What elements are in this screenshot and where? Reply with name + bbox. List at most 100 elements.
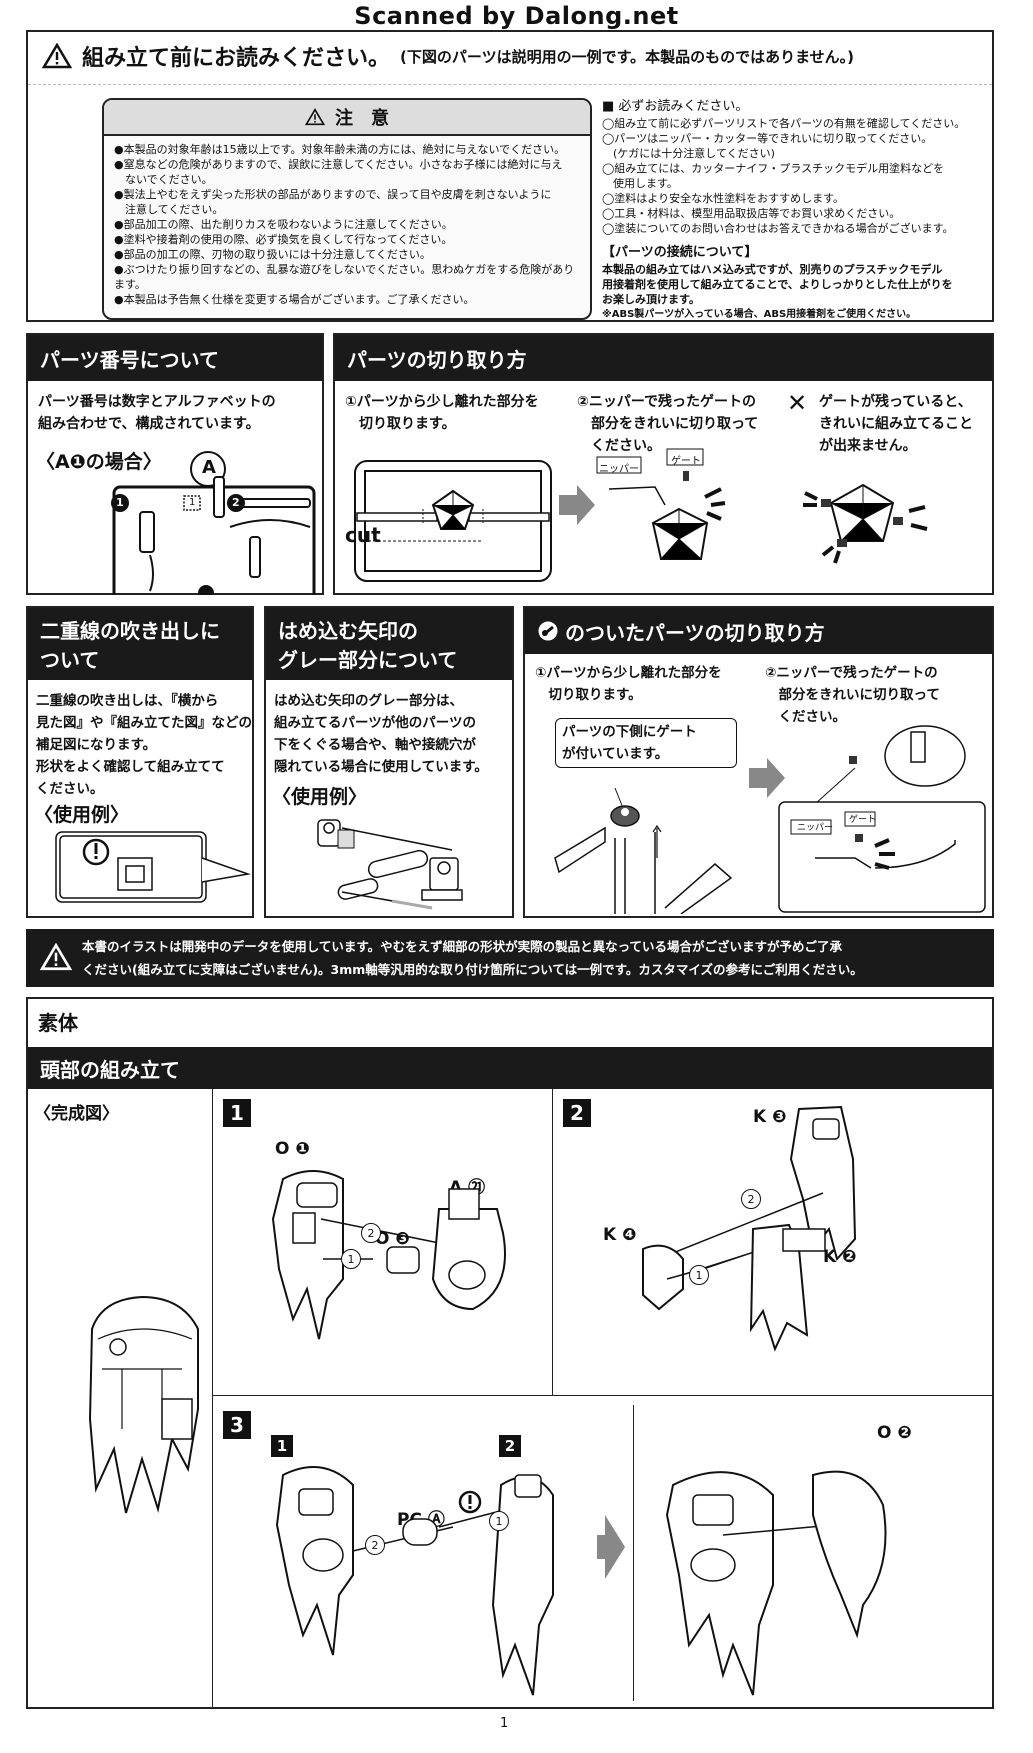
step-line: 部分をきれいに切り取って	[765, 687, 940, 703]
runner-illustration	[111, 451, 316, 595]
caution-item: ●ぶつけたり振り回すなどの、乱暴な遊びをしないでください。思わぬケガをする危険が…	[114, 263, 575, 291]
step-line: 切り取ります。	[345, 416, 456, 432]
caution-item: ないでください。	[114, 173, 213, 186]
subsection-header: 頭部の組み立て	[28, 1047, 992, 1089]
arrow-step-label: 1	[689, 1265, 709, 1285]
arrow-step-label: 2	[741, 1189, 761, 1209]
gray-arrow-header: はめ込む矢印の グレー部分について	[266, 608, 512, 680]
part-label: 1	[116, 496, 124, 509]
header-line: 二重線の吹き出しに	[40, 619, 220, 643]
must-read-item: ◯塗料はより安全な水性塗料をおすすめします。	[602, 192, 844, 205]
body-line: 組み合わせで、構成されています。	[38, 416, 260, 432]
step-line: ②ニッパーで残ったゲートの	[577, 394, 757, 410]
caution-heading-bar: 注 意	[104, 100, 590, 136]
caution-box: 注 意 ●本製品の対象年齢は15歳以上です。対象年齢未満の方には、絶対に与えない…	[102, 98, 592, 320]
step1-panel: 1 O ❶ A ㉑ O ❸ 2 1	[212, 1089, 553, 1396]
part-number-body: パーツ番号は数字とアルファベットの 組み合わせで、構成されています。	[38, 391, 318, 435]
sub-step-number: 2	[499, 1435, 521, 1457]
gray-arrow-body: はめ込む矢印のグレー部分は、 組み立てるパーツが他のパーツの 下をくぐる場合や、…	[274, 690, 514, 778]
header-line: はめ込む矢印の	[278, 619, 418, 643]
special-cut-callout: パーツの下側にゲート が付いています。	[555, 718, 737, 768]
special-cut-header: のついたパーツの切り取り方	[525, 608, 992, 654]
part-label: K ❹	[603, 1225, 637, 1245]
double-line-header: 二重線の吹き出しに ついて	[28, 608, 252, 680]
must-read-block: ■ 必ずお読みください。 ◯組み立て前に必ずパーツリストで各パーツの有無を確認し…	[602, 98, 986, 322]
connection-line: 用接着剤を使用して組み立てることで、よりしっかりとした仕上がりを	[602, 278, 953, 291]
pre-assembly-box: 組み立て前にお読みください。 (下図のパーツは説明用の一例です。本製品のものでは…	[26, 30, 994, 322]
double-line-callout-illustration	[55, 831, 251, 903]
step3-divider	[633, 1405, 634, 1701]
part-number-example: 〈A❶の場合〉	[36, 451, 162, 473]
runner-underside-illustration	[554, 787, 733, 914]
step-number: 2	[563, 1099, 591, 1127]
step3-illustration	[275, 1466, 887, 1696]
part-label: O ❷	[877, 1423, 912, 1443]
caution-list: ●本製品の対象年齢は15歳以上です。対象年齢未満の方には、絶対に与えないでくださ…	[114, 142, 584, 307]
notice-text: 本書のイラストは開発中のデータを使用しています。やむをえず細部の形状が実際の製品…	[82, 935, 992, 981]
gate-label: ゲート	[849, 815, 877, 825]
callout-line: が付いています。	[562, 746, 669, 762]
warning-icon	[42, 43, 72, 69]
arrow-step-label: 1	[341, 1249, 361, 1269]
connection-line: 本製品の組み立てはハメ込み式ですが、別売りのプラスチックモデル	[602, 263, 943, 276]
connection-line: ※ABS製パーツが入っている場合、ABS用接着剤をご使用ください。	[602, 309, 917, 320]
completed-head-illustration	[88, 1295, 199, 1514]
step-line: ください。	[577, 438, 661, 454]
body-line: 二重線の吹き出しは、『横から	[36, 693, 219, 709]
body-line: 下をくぐる場合や、軸や接続穴が	[274, 737, 476, 753]
caution-item: ●部品加工の際、出た削りカスを吸わないように注意してください。	[114, 218, 453, 231]
connection-heading: 【パーツの接続について】	[602, 245, 758, 260]
double-line-box: 二重線の吹き出しに ついて 二重線の吹き出しは、『横から 見た図』や『組み立てた…	[26, 606, 254, 918]
sub-step-number: 1	[271, 1435, 293, 1457]
page-number: 1	[500, 1716, 509, 1731]
caution-heading: 注 意	[335, 108, 389, 129]
caution-item: 注意してください。	[114, 203, 224, 216]
must-read-item: ◯パーツはニッパー・カッター等できれいに切り取ってください。	[602, 132, 933, 145]
step-line: 部分をきれいに切り取って	[577, 416, 759, 432]
assembly-box: 素体 頭部の組み立て 〈完成図〉 1 O ❶ A ㉑ O ❸ 2 1 2 K ❸…	[26, 997, 994, 1709]
part-label: 1	[189, 497, 196, 508]
gray-arrow-example: 〈使用例〉	[272, 786, 368, 808]
body-line: 組み立てるパーツが他のパーツの	[274, 715, 476, 731]
caution-item: ●本製品は予告無く仕様を変更する場合がございます。ご了承ください。	[114, 293, 475, 306]
step2-panel: 2 K ❸ K ❹ K ❷ 2 1	[552, 1089, 993, 1396]
must-read-item: ◯工具・材料は、模型用品取扱店等でお買い求めください。	[602, 207, 901, 220]
caution-mark-icon	[458, 1490, 482, 1514]
body-line: 補足図になります。	[36, 737, 157, 753]
arrow-step-label: 2	[365, 1535, 385, 1555]
section-title: 素体	[38, 1011, 78, 1035]
special-cut-title: のついたパーツの切り取り方	[565, 620, 825, 645]
step-line: ①パーツから少し離れた部分を	[535, 665, 722, 681]
notice-bar: 本書のイラストは開発中のデータを使用しています。やむをえず細部の形状が実際の製品…	[26, 929, 994, 987]
part-number-box: パーツ番号について パーツ番号は数字とアルファベットの 組み合わせで、構成されて…	[26, 333, 324, 595]
body-line: はめ込む矢印のグレー部分は、	[274, 693, 463, 709]
cutting-step2: ②ニッパーで残ったゲートの 部分をきれいに切り取って ください。	[577, 391, 777, 457]
connection-line: お楽しみ頂けます。	[602, 293, 700, 306]
part-label: K ❸	[753, 1107, 787, 1127]
double-line-body: 二重線の吹き出しは、『横から 見た図』や『組み立てた図』などの 補足図になります…	[36, 690, 252, 800]
step-line: 切り取ります。	[535, 687, 642, 703]
gray-arrow-box: はめ込む矢印の グレー部分について はめ込む矢印のグレー部分は、 組み立てるパー…	[264, 606, 514, 918]
pre-assembly-title-row: 組み立て前にお読みください。 (下図のパーツは説明用の一例です。本製品のものでは…	[42, 40, 854, 72]
warn-line: が出来ません。	[819, 438, 917, 454]
must-read-item: ◯組み立て前に必ずパーツリストで各パーツの有無を確認してください。	[602, 117, 966, 130]
body-line: ください。	[36, 781, 104, 797]
must-read-item: (ケガには十分注意してください)	[602, 147, 775, 160]
arrow-right-icon	[749, 758, 785, 798]
part-label: O ❶	[275, 1139, 310, 1159]
part-label: 2	[232, 496, 240, 509]
divider	[28, 84, 992, 85]
special-cut-box: のついたパーツの切り取り方 ①パーツから少し離れた部分を 切り取ります。 パーツ…	[523, 606, 994, 918]
step-line: ①パーツから少し離れた部分を	[345, 394, 539, 410]
step2-illustration	[642, 1105, 857, 1352]
nipper-label: ニッパー	[797, 823, 834, 833]
gate-mark-icon	[538, 621, 558, 641]
notice-line: ください(組み立てに支障はございません)。3mm軸等汎用的な取り付け箇所について…	[82, 962, 863, 977]
body-line: パーツ番号は数字とアルファベットの	[38, 394, 276, 410]
cutting-step1: ①パーツから少し離れた部分を 切り取ります。	[345, 391, 565, 435]
complete-label: 〈完成図〉	[34, 1104, 119, 1124]
body-line: 隠れている場合に使用しています。	[274, 759, 488, 775]
body-line: 形状をよく確認して組み立てて	[36, 759, 225, 775]
runner-cut-illustration	[354, 460, 552, 582]
cut-label: cut	[345, 523, 381, 547]
